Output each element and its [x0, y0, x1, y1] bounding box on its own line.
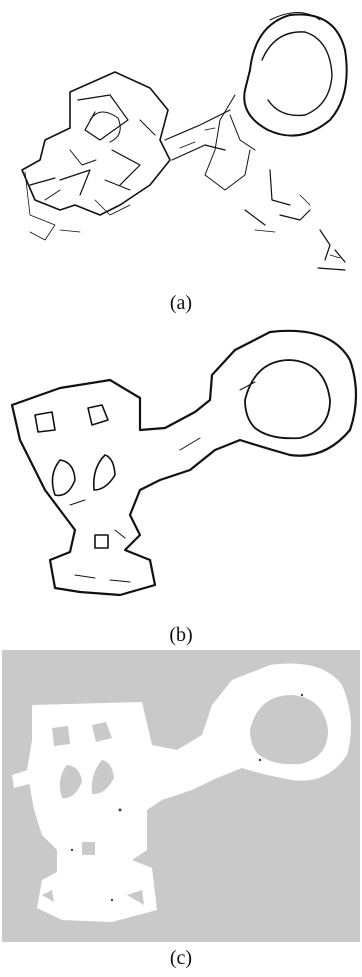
panel-c: (c) — [0, 650, 362, 977]
occupancy-holes — [42, 695, 328, 905]
caption-b: (b) — [169, 624, 193, 646]
panel-b: (b) — [0, 320, 362, 650]
outline-strokes — [10, 329, 358, 597]
outline-map — [10, 329, 358, 597]
raw-scan-map — [21, 12, 348, 271]
occupancy-map — [2, 650, 360, 942]
panel-a: (a) — [0, 0, 362, 320]
caption-c: (c) — [169, 947, 193, 969]
caption-a: (a) — [169, 292, 193, 314]
dark-speckles — [70, 693, 304, 902]
raw-scan-strokes — [21, 12, 348, 271]
